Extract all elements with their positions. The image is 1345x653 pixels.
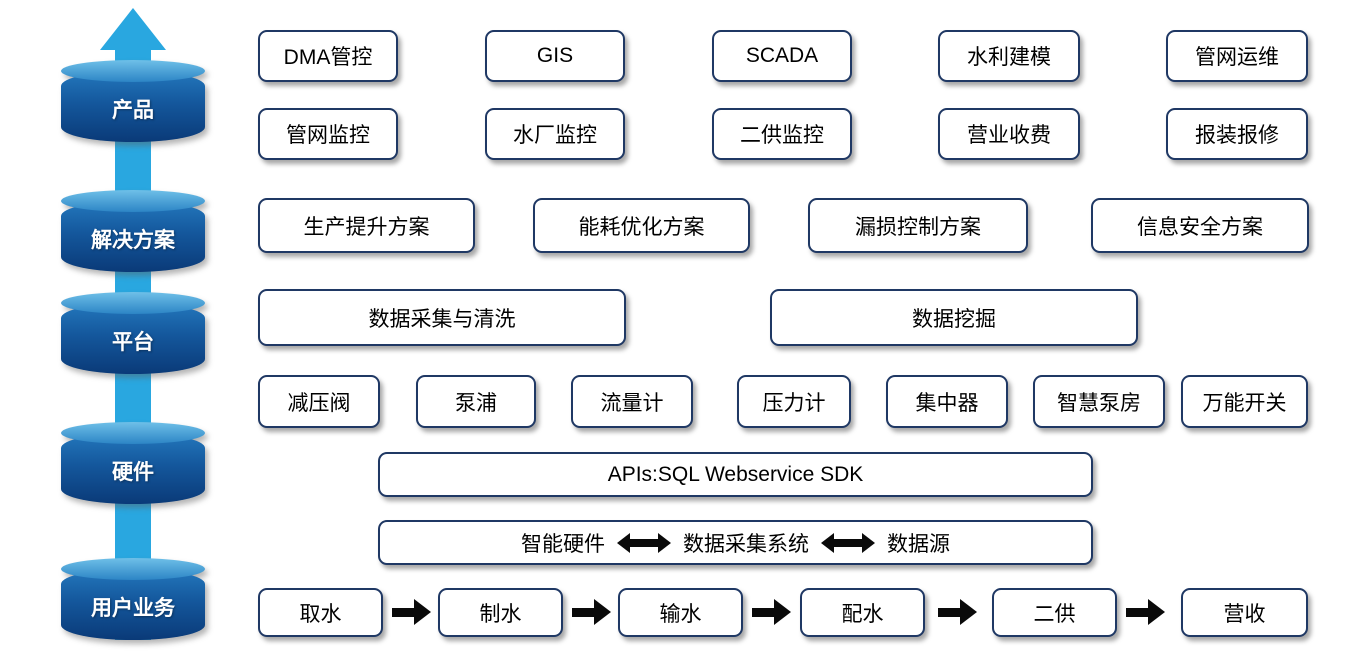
node-info-security: 信息安全方案 xyxy=(1091,198,1309,253)
node-label: 智慧泵房 xyxy=(1057,391,1141,415)
cylinder-top xyxy=(61,422,205,444)
node-energy-optimization: 能耗优化方案 xyxy=(533,198,750,253)
level-products: 产品 xyxy=(61,60,205,142)
node-network-om: 管网运维 xyxy=(1166,30,1308,82)
cylinder-body xyxy=(61,71,205,142)
level-label: 用户业务 xyxy=(91,597,175,620)
level-user-business: 用户业务 xyxy=(61,558,205,640)
node-pump: 泵浦 xyxy=(416,375,536,428)
node-label: 万能开关 xyxy=(1202,391,1287,415)
node-intake: 取水 xyxy=(258,588,383,637)
node-billing: 营业收费 xyxy=(938,108,1080,160)
cylinder-top xyxy=(61,190,205,212)
node-label: 能耗优化方案 xyxy=(578,215,705,239)
node-label: 集中器 xyxy=(915,391,979,415)
cylinder-top xyxy=(61,558,205,580)
node-label: 水厂监控 xyxy=(513,124,597,147)
node-data-collection-cleaning: 数据采集与清洗 xyxy=(258,289,626,346)
cylinder-top xyxy=(61,292,205,314)
node-label: GIS xyxy=(536,44,574,67)
cylinder-body xyxy=(61,569,205,640)
node-label: 数据采集与清洗 xyxy=(368,307,516,331)
node-label: APIs:SQL Webservice SDK xyxy=(607,462,864,486)
node-label: 配水 xyxy=(841,602,884,626)
up-arrow-icon xyxy=(100,8,166,50)
level-hardware: 硬件 xyxy=(61,422,205,504)
node-universal-switch: 万能开关 xyxy=(1181,375,1308,428)
node-label: 制水 xyxy=(479,602,522,626)
node-label: 输水 xyxy=(659,602,702,626)
level-platform: 平台 xyxy=(61,292,205,374)
node-plant-monitoring: 水厂监控 xyxy=(485,108,625,160)
cylinder-body xyxy=(61,303,205,374)
node-transmission: 输水 xyxy=(618,588,743,637)
node-data-source: 数据源 xyxy=(887,532,950,556)
node-api-bar: APIs:SQL Webservice SDK xyxy=(378,452,1093,497)
node-install-repair: 报装报修 xyxy=(1166,108,1308,160)
cylinder-body xyxy=(61,201,205,272)
node-label: 压力计 xyxy=(762,391,826,415)
flow-arrow-icon xyxy=(938,599,977,625)
node-flowmeter: 流量计 xyxy=(571,375,693,428)
flow-arrow-icon xyxy=(1126,599,1165,625)
node-label: 取水 xyxy=(299,602,342,626)
node-hydraulic-modeling: 水利建模 xyxy=(938,30,1080,82)
node-label: 数据挖掘 xyxy=(912,307,996,331)
cylinder-top xyxy=(61,60,205,82)
node-label: 信息安全方案 xyxy=(1137,215,1263,239)
node-revenue: 营收 xyxy=(1181,588,1308,637)
node-distribution: 配水 xyxy=(800,588,925,637)
flow-arrow-icon xyxy=(392,599,431,625)
node-data-flow-bar: 智能硬件 数据采集系统 数据源 xyxy=(378,520,1093,565)
node-label: 水利建模 xyxy=(967,46,1051,69)
level-label: 产品 xyxy=(112,99,154,122)
node-network-monitoring: 管网监控 xyxy=(258,108,398,160)
node-label: 二供监控 xyxy=(740,124,824,147)
node-label: 管网监控 xyxy=(286,124,370,147)
flow-arrow-icon xyxy=(572,599,611,625)
node-dma-control: DMA管控 xyxy=(258,30,398,82)
node-smart-pump-room: 智慧泵房 xyxy=(1033,375,1165,428)
node-label: 泵浦 xyxy=(455,391,497,415)
node-secondary-supply-monitoring: 二供监控 xyxy=(712,108,852,160)
node-gis: GIS xyxy=(485,30,625,82)
node-prv: 减压阀 xyxy=(258,375,380,428)
node-label: 漏损控制方案 xyxy=(855,215,981,239)
node-label: SCADA xyxy=(745,44,819,67)
level-label: 硬件 xyxy=(112,461,154,484)
node-pressure-gauge: 压力计 xyxy=(737,375,851,428)
node-concentrator: 集中器 xyxy=(886,375,1008,428)
node-data-collection-system: 数据采集系统 xyxy=(683,532,809,556)
double-arrow-icon xyxy=(617,532,671,553)
level-solutions: 解决方案 xyxy=(61,190,205,272)
level-label: 解决方案 xyxy=(91,229,175,252)
node-leakage-control: 漏损控制方案 xyxy=(808,198,1028,253)
node-label: 减压阀 xyxy=(287,391,351,415)
node-label: DMA管控 xyxy=(283,46,373,69)
flow-arrow-icon xyxy=(752,599,791,625)
node-label: 营收 xyxy=(1223,602,1266,626)
node-water-production: 制水 xyxy=(438,588,563,637)
node-label: 管网运维 xyxy=(1195,46,1279,69)
node-label: 生产提升方案 xyxy=(303,215,430,239)
node-smart-hardware: 智能硬件 xyxy=(521,532,605,556)
double-arrow-icon xyxy=(821,532,875,553)
node-data-mining: 数据挖掘 xyxy=(770,289,1138,346)
node-secondary-supply: 二供 xyxy=(992,588,1117,637)
node-label: 报装报修 xyxy=(1195,124,1279,147)
level-label: 平台 xyxy=(112,331,154,354)
node-label: 二供 xyxy=(1033,602,1076,626)
node-production-improvement: 生产提升方案 xyxy=(258,198,475,253)
cylinder-body xyxy=(61,433,205,504)
node-label: 流量计 xyxy=(600,391,664,415)
node-scada: SCADA xyxy=(712,30,852,82)
node-label: 营业收费 xyxy=(967,124,1051,147)
